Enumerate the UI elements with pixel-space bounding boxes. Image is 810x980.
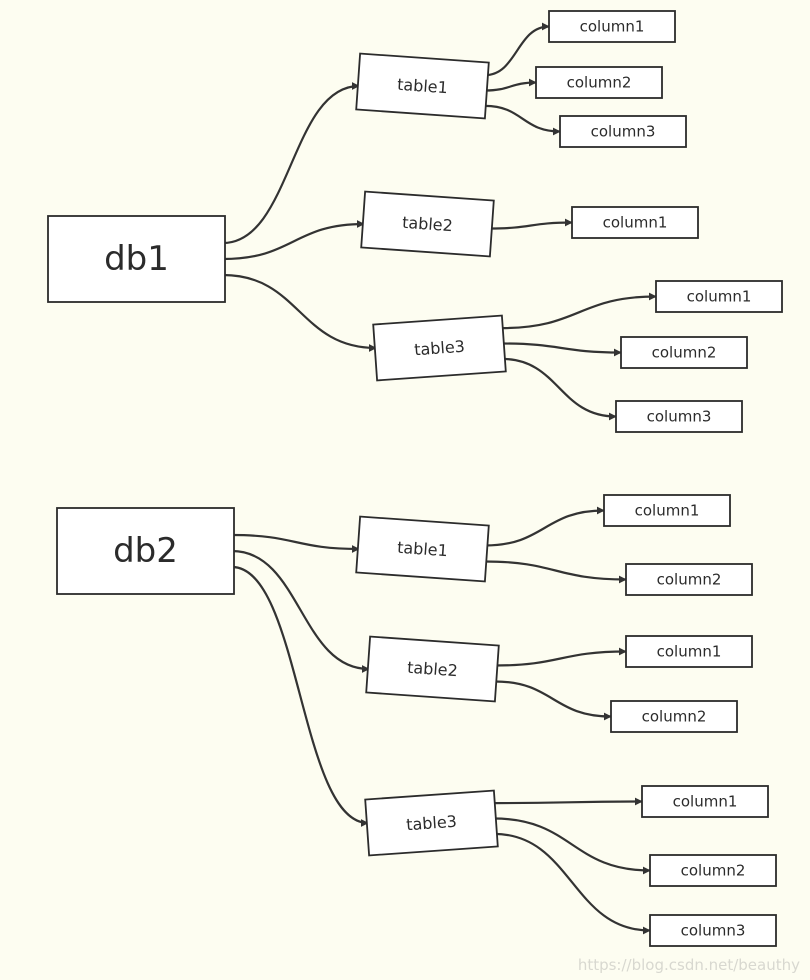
edge-db1-table1-column1 [484,22,550,77]
db1-table1-column-node-1-label: column1 [580,18,645,36]
edge-db2-table1-column1 [484,506,605,547]
db2-table-node-1-box [355,515,490,583]
db2-table1-column-node-1: column1 [603,494,731,527]
edge-db1-table1-column2 [484,78,537,92]
edge-db1-table2 [222,220,365,261]
db1-table1-column-node-3: column3 [559,115,687,148]
db2-table3-column-node-1: column1 [641,785,769,818]
db1-table3-column-node-1: column1 [655,280,783,313]
db1-table-node-3: table3 [372,314,507,382]
db-node-2: db2 [56,507,235,595]
db2-table1-column-node-2-label: column2 [657,571,722,589]
edge-db2-table2-column2 [494,680,612,721]
db1-table3-column-node-1-label: column1 [687,288,752,306]
db1-table1-column-node-2-label: column2 [567,74,632,92]
db1-table2-column-node-1-box [571,206,699,239]
edge-db2-table1-column2 [484,560,627,584]
db2-table-node-3-box [364,789,499,857]
db1-table1-column-node-2: column2 [535,66,663,99]
db2-table2-column-node-2-box [610,700,738,733]
db1-table3-column-node-1-box [655,280,783,313]
watermark-text: https://blog.csdn.net/beauthy [577,956,800,974]
edge-db2-table3-column1 [493,797,643,806]
db2-table3-column-node-2-box [649,854,777,887]
db2-table3-column-node-3-box [649,914,777,947]
db2-table3-column-node-2: column2 [649,854,777,887]
db1-table-node-1-label: table1 [397,75,449,97]
db2-table3-column-node-2-label: column2 [681,862,746,880]
db1-table-node-2-label: table2 [402,213,454,235]
db2-table3-column-node-3-label: column3 [681,922,746,940]
db1-table1-column-node-1-box [548,10,676,43]
edge-db2-table2 [231,549,370,673]
edge-db1-table3-column1 [501,292,657,330]
nodes: db1 table1 column1 column2 column3 table2 colu… [47,10,783,947]
db-node-2-label: db2 [113,531,178,571]
edge-db2-table3-column2 [493,817,651,875]
db-node-1: db1 [47,215,226,303]
edge-db2-table3-column3 [493,832,651,935]
db2-table-node-1-label: table1 [397,538,449,560]
db1-table1-column-node-1: column1 [548,10,676,43]
db1-table-node-3-label: table3 [414,337,466,359]
db2-table1-column-node-1-box [603,494,731,527]
db-node-1-box [47,215,226,303]
edge-db2-table2-column1 [494,647,627,667]
db1-table3-column-node-3-label: column3 [647,408,712,426]
db1-table1-column-node-2-box [535,66,663,99]
edges [222,22,657,935]
db1-table1-column-node-3-box [559,115,687,148]
db1-table3-column-node-3-box [615,400,743,433]
db2-table3-column-node-3: column3 [649,914,777,947]
db1-table3-column-node-2: column2 [620,336,748,369]
db2-table1-column-node-1-label: column1 [635,502,700,520]
db-node-1-label: db1 [104,239,169,279]
db1-table2-column-node-1: column1 [571,206,699,239]
db1-table3-column-node-2-label: column2 [652,344,717,362]
db2-table3-column-node-1-label: column1 [673,793,738,811]
db2-table2-column-node-1: column1 [625,635,753,668]
edge-db2-table1 [231,533,360,553]
db1-table-node-2: table2 [360,190,495,258]
db2-table2-column-node-2-label: column2 [642,708,707,726]
db2-table-node-1: table1 [355,515,490,583]
db1-table1-column-node-3-label: column3 [591,123,656,141]
db2-table-node-3: table3 [364,789,499,857]
edge-db1-table1-column3 [484,104,561,136]
db-node-2-box [56,507,235,595]
db1-table3-column-node-3: column3 [615,400,743,433]
db1-table-node-2-box [360,190,495,258]
db2-table-node-2: table2 [365,635,500,703]
db1-table-node-1-box [355,52,490,120]
db2-table2-column-node-1-box [625,635,753,668]
db2-table2-column-node-2: column2 [610,700,738,733]
edge-db1-table3-column3 [501,357,617,421]
edge-db2-table3 [231,565,369,827]
db2-table1-column-node-2: column2 [625,563,753,596]
db2-table-node-3-label: table3 [406,812,458,834]
db2-table3-column-node-1-box [641,785,769,818]
edge-db1-table3-column2 [501,342,622,357]
edge-db1-table1 [222,82,360,245]
db1-table3-column-node-2-box [620,336,748,369]
db2-table-node-2-box [365,635,500,703]
db2-table-node-2-label: table2 [407,658,459,680]
edge-db1-table2-column1 [489,218,573,230]
db1-table2-column-node-1-label: column1 [603,214,668,232]
db1-table-node-3-box [372,314,507,382]
edge-db1-table3 [222,273,377,352]
db2-table2-column-node-1-label: column1 [657,643,722,661]
db2-table1-column-node-2-box [625,563,753,596]
db1-table-node-1: table1 [355,52,490,120]
